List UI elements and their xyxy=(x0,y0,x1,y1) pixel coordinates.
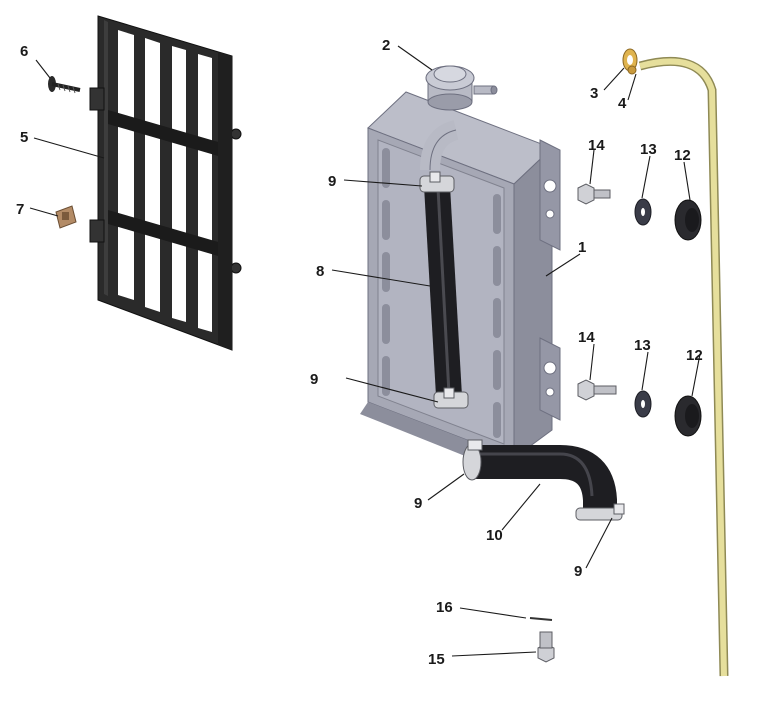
bolt-upper xyxy=(577,183,611,205)
drain-bolt xyxy=(537,631,555,663)
sealing-washer xyxy=(529,617,553,621)
callout-labels: 1 2 3 4 5 6 7 8 9 9 9 9 10 12 12 13 13 1… xyxy=(16,37,703,668)
radiator xyxy=(360,91,561,470)
overflow-tube xyxy=(638,56,729,677)
callout-3: 3 xyxy=(590,85,598,102)
callout-7: 7 xyxy=(16,201,24,218)
grommet-upper xyxy=(674,199,702,241)
callout-16: 16 xyxy=(436,599,453,616)
hose-clamp-bottom-outlet xyxy=(575,503,625,521)
callout-14-lower: 14 xyxy=(578,329,595,346)
leader-lines xyxy=(29,45,701,657)
callout-9-outlet: 9 xyxy=(574,563,582,580)
callout-14-upper: 14 xyxy=(588,137,605,154)
bottom-hose xyxy=(472,445,617,512)
cross-hose xyxy=(424,186,462,396)
radiator-guard xyxy=(89,15,242,351)
callout-9-upper: 9 xyxy=(328,173,336,190)
callout-8: 8 xyxy=(316,263,324,280)
tube-clip xyxy=(622,48,638,75)
hose-clamp-upper xyxy=(419,171,455,193)
speed-nut xyxy=(55,205,77,229)
washer-upper xyxy=(634,198,652,226)
callout-9-inlet: 9 xyxy=(414,495,422,512)
callout-12-upper: 12 xyxy=(674,147,691,164)
callout-13-upper: 13 xyxy=(640,141,657,158)
callout-2: 2 xyxy=(382,37,390,54)
upper-outlet xyxy=(420,120,459,171)
hose-clamp-bottom-inlet xyxy=(462,439,483,481)
callout-4: 4 xyxy=(618,95,627,112)
washer-lower xyxy=(634,390,652,418)
bolt-lower xyxy=(577,379,617,401)
grommet-lower xyxy=(674,395,702,437)
radiator-cap xyxy=(425,65,498,111)
callout-1: 1 xyxy=(578,239,586,256)
callout-15: 15 xyxy=(428,651,445,668)
callout-6: 6 xyxy=(20,43,28,60)
hose-clamp-lower xyxy=(433,387,469,409)
screw xyxy=(48,76,81,94)
callout-10: 10 xyxy=(486,527,503,544)
callout-9-lower: 9 xyxy=(310,371,318,388)
callout-13-lower: 13 xyxy=(634,337,651,354)
callout-5: 5 xyxy=(20,129,28,146)
callout-12-lower: 12 xyxy=(686,347,703,364)
